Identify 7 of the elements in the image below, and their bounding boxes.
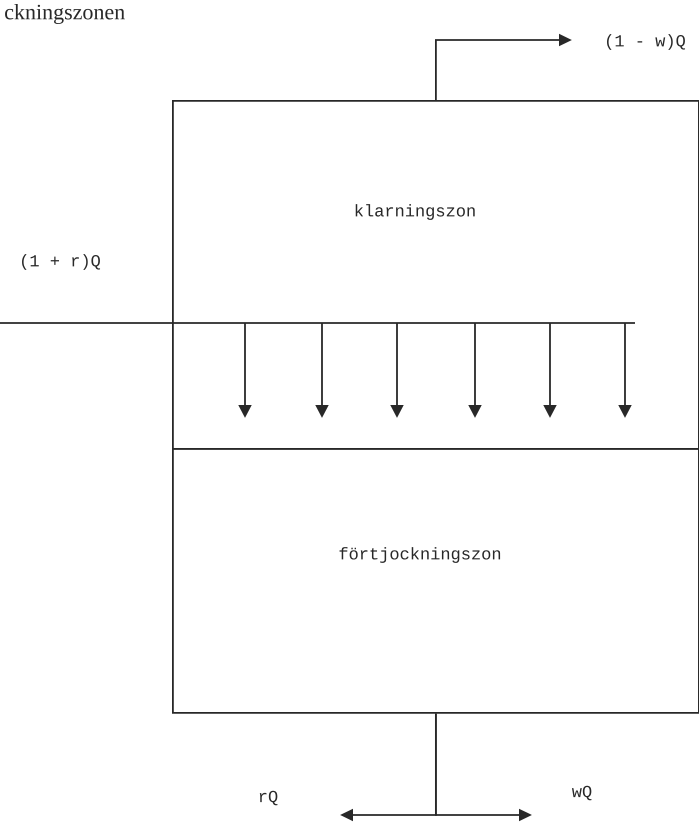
heading-fragment: ckningszonen <box>5 4 125 24</box>
flow-label: wQ <box>570 784 594 802</box>
flow-label: (1 + r)Q <box>18 253 102 271</box>
flow-label: rQ <box>256 790 280 806</box>
zone-box: klarningszon <box>172 100 699 450</box>
zone-box: förtjockningszon <box>172 448 699 714</box>
flow-label: (1 - w)Q <box>603 33 687 51</box>
